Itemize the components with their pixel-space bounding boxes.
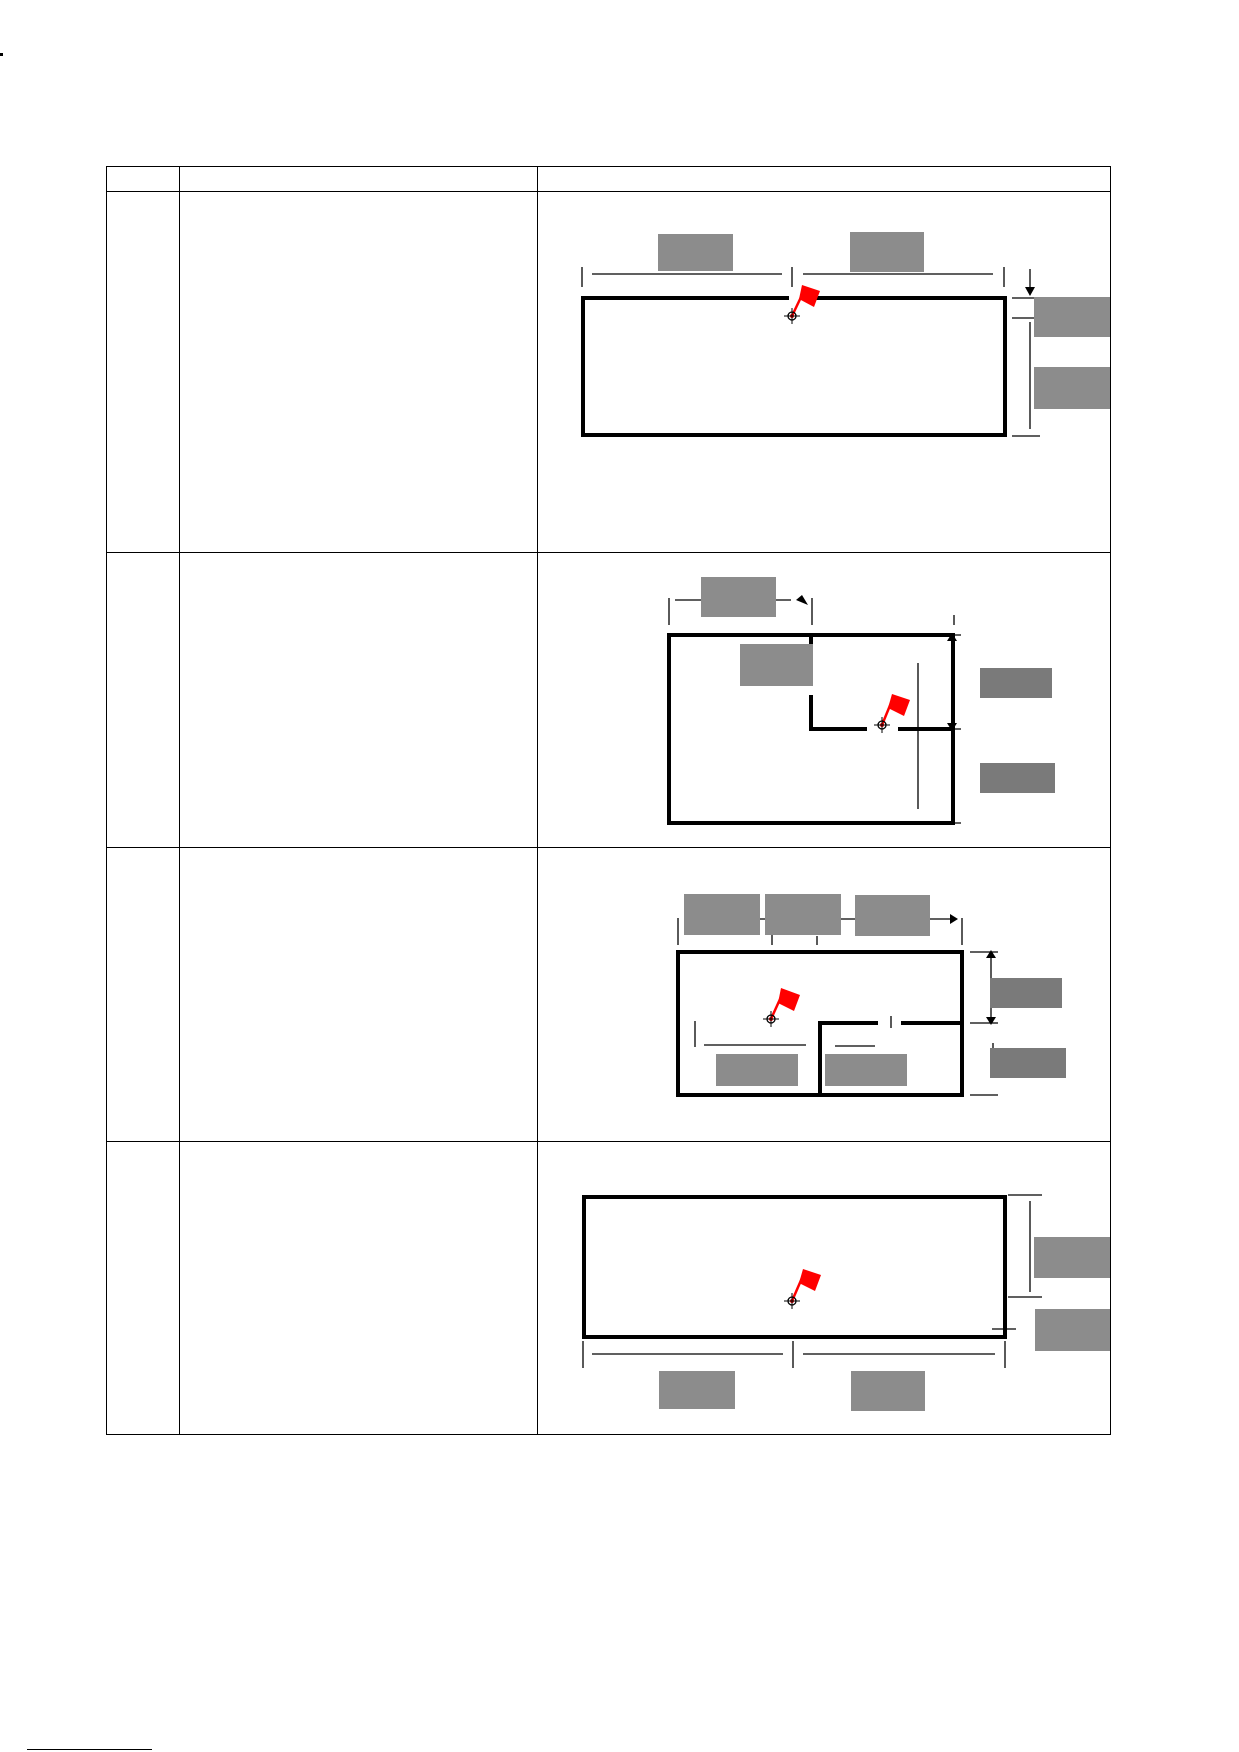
- flag-icon: [790, 1269, 821, 1302]
- row-description-cell: [179, 552, 538, 848]
- dimension-label-box: [850, 232, 924, 272]
- table-header-row: [106, 166, 1111, 192]
- position-marker-icon: [874, 717, 890, 733]
- row-number-cell: [106, 1141, 180, 1435]
- dimension-arrowhead: [986, 1017, 996, 1025]
- dimension-label-box: [1034, 367, 1110, 409]
- dimension-label-box: [990, 1048, 1066, 1078]
- dimension-label-box: [716, 1054, 798, 1086]
- footnote-separator: [27, 1749, 152, 1750]
- page-corner-mark: [0, 53, 3, 56]
- flag-icon: [880, 694, 910, 726]
- dimension-arrowhead: [796, 595, 808, 605]
- dimension-label-box: [659, 1371, 735, 1409]
- row-description-cell: [179, 191, 538, 553]
- position-marker-icon: [784, 1293, 800, 1309]
- flag-icon: [790, 285, 820, 317]
- label-boxes: [659, 1237, 1110, 1411]
- dimension-label-box: [980, 763, 1055, 793]
- row-description-cell: [179, 847, 538, 1142]
- row-number-cell: [106, 847, 180, 1142]
- table-row: [106, 1141, 1111, 1435]
- flag-icon: [769, 988, 800, 1020]
- dimension-lines: [582, 1194, 1042, 1368]
- header-number-cell: [106, 166, 180, 192]
- row-figure-cell: [537, 552, 1111, 848]
- room-plan-diagram: [667, 577, 1055, 825]
- label-boxes: [701, 577, 1055, 793]
- dimension-label-box: [684, 894, 760, 935]
- row-number-cell: [106, 552, 180, 848]
- room-walls: [676, 950, 964, 1097]
- header-description-cell: [179, 166, 538, 192]
- dimension-arrowhead: [986, 950, 996, 958]
- row-figure-cell: [537, 1141, 1111, 1435]
- dimension-label-box: [701, 577, 776, 617]
- header-figure-cell: [537, 166, 1111, 192]
- table-row: [106, 191, 1111, 553]
- dimension-label-box: [740, 644, 813, 686]
- dimension-arrowhead: [950, 914, 958, 924]
- room-plan-diagram: [676, 894, 1066, 1097]
- row-number-cell: [106, 191, 180, 553]
- room-walls: [582, 1195, 1007, 1339]
- dimension-arrowhead: [1025, 287, 1035, 296]
- dimension-label-box: [765, 894, 841, 935]
- position-marker-icon: [784, 308, 800, 324]
- floor-plan-table: [106, 166, 1111, 1435]
- dimension-lines: [581, 267, 1040, 437]
- room-plan-diagram: [581, 232, 1110, 437]
- dimension-label-box: [990, 978, 1062, 1008]
- room-plan-diagram: [582, 1194, 1110, 1411]
- dimension-lines: [668, 598, 961, 824]
- table-row: [106, 552, 1111, 848]
- dimension-label-box: [1034, 297, 1110, 337]
- table-row: [106, 847, 1111, 1142]
- row-figure-cell: [537, 847, 1111, 1142]
- row-figure-cell: [537, 191, 1111, 553]
- position-marker-icon: [763, 1011, 779, 1027]
- dimension-label-box: [1035, 1309, 1110, 1351]
- dimension-label-box: [980, 668, 1052, 698]
- label-boxes: [684, 894, 1066, 1086]
- room-walls: [581, 296, 1007, 437]
- dimension-label-box: [658, 234, 733, 271]
- dimension-label-box: [851, 1371, 925, 1411]
- dimension-label-box: [1034, 1237, 1110, 1278]
- dimension-label-box: [855, 895, 930, 936]
- label-boxes: [658, 232, 1110, 409]
- row-description-cell: [179, 1141, 538, 1435]
- dimension-label-box: [825, 1054, 907, 1086]
